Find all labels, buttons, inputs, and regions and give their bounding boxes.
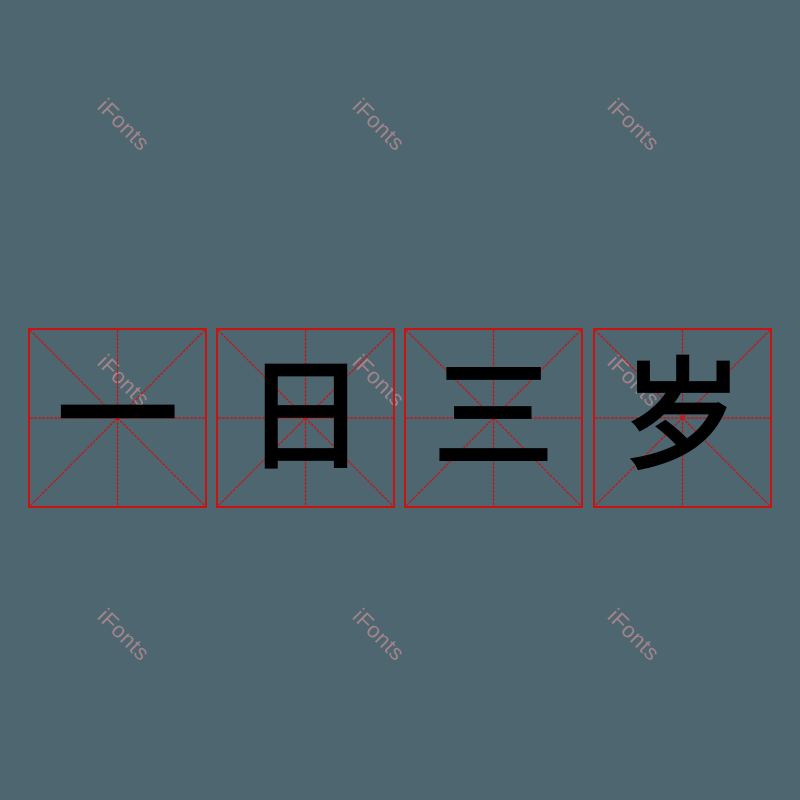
watermark: iFonts <box>602 603 665 666</box>
watermark: iFonts <box>92 93 155 156</box>
watermark: iFonts <box>347 93 410 156</box>
watermark: iFonts <box>602 93 665 156</box>
character-box-2: 日 <box>216 328 395 508</box>
mi-grid-icon <box>30 330 205 506</box>
watermark: iFonts <box>347 603 410 666</box>
character-box-1: 一 <box>28 328 207 508</box>
mi-grid-icon <box>406 330 581 506</box>
character-box-4: 岁 <box>593 328 772 508</box>
glyph-ri: 日 <box>245 348 366 487</box>
mi-grid-icon <box>595 330 770 506</box>
glyph-san: 三 <box>433 348 554 487</box>
character-box-3: 三 <box>404 328 583 508</box>
glyph-yi: 一 <box>57 348 178 487</box>
glyph-sui: 岁 <box>622 348 743 487</box>
mi-grid-icon <box>218 330 393 506</box>
watermark: iFonts <box>92 603 155 666</box>
